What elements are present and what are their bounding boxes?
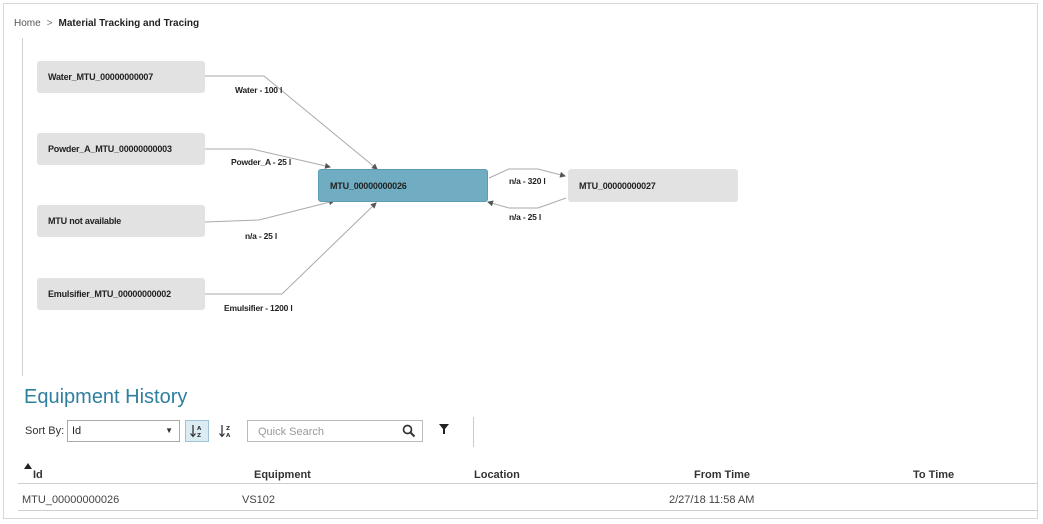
edge-water [205, 75, 378, 170]
svg-text:A: A [226, 433, 231, 438]
edge-na [204, 199, 335, 223]
node-powder-mtu[interactable]: Powder_A_MTU_00000000003 [37, 133, 205, 165]
svg-text:Z: Z [226, 426, 230, 432]
table-header-divider [18, 483, 1038, 484]
column-header-from-time[interactable]: From Time [694, 469, 751, 481]
node-right-mtu[interactable]: MTU_00000000027 [568, 169, 738, 202]
sort-by-select[interactable]: Id ▼ [67, 420, 180, 442]
edge-label-na: n/a - 25 l [245, 231, 278, 241]
cell-from-time: 2/27/18 11:58 AM [669, 494, 755, 506]
svg-text:A: A [197, 426, 202, 432]
column-header-equipment[interactable]: Equipment [254, 469, 311, 481]
node-water-mtu[interactable]: Water_MTU_00000000007 [37, 61, 205, 93]
edge-label-powder: Powder_A - 25 l [231, 157, 291, 167]
graph-left-border [22, 38, 23, 376]
sort-by-label: Sort By: [25, 425, 65, 437]
svg-text:Z: Z [197, 433, 201, 438]
sort-descending-button[interactable]: Z A [214, 420, 238, 442]
edge-back [487, 197, 567, 209]
graph-edges [204, 75, 567, 295]
node-emulsifier-mtu[interactable]: Emulsifier_MTU_00000000002 [37, 278, 205, 310]
cell-equipment: VS102 [242, 494, 276, 506]
sort-arrow-up-icon [24, 463, 32, 469]
breadcrumb-separator: > [46, 18, 53, 29]
edge-emulsifier [205, 202, 377, 295]
cell-id: MTU_00000000026 [22, 494, 120, 506]
sort-ascending-button[interactable]: A Z [185, 420, 209, 442]
filter-icon[interactable] [438, 423, 450, 435]
section-title: Equipment History [24, 386, 188, 408]
edge-label-back: n/a - 25 l [509, 212, 542, 222]
page-frame: Home > Material Tracking and Tracing Water… [3, 3, 1038, 519]
sort-ascending-icon: A Z [190, 425, 202, 438]
chevron-down-icon: ▼ [165, 426, 173, 435]
toolbar-divider [473, 417, 474, 447]
quick-search-input[interactable] [256, 422, 400, 442]
breadcrumb-home[interactable]: Home [14, 18, 41, 29]
search-icon[interactable] [402, 424, 416, 438]
quick-search[interactable] [247, 420, 423, 442]
edge-label-emulsifier: Emulsifier - 1200 l [224, 303, 293, 313]
breadcrumb: Home > Material Tracking and Tracing [14, 18, 199, 29]
page-title: Material Tracking and Tracing [58, 18, 200, 29]
table-row-divider [18, 510, 1038, 511]
edge-label-out: n/a - 320 l [509, 176, 546, 186]
column-header-id[interactable]: Id [33, 469, 43, 481]
edge-powder [205, 148, 331, 169]
column-header-location[interactable]: Location [474, 469, 520, 481]
node-mtu-not-available[interactable]: MTU not available [37, 205, 205, 237]
edge-out [488, 168, 566, 179]
sort-by-value: Id [72, 425, 82, 437]
sort-descending-icon: Z A [219, 425, 231, 438]
column-header-to-time[interactable]: To Time [913, 469, 955, 481]
edge-label-water: Water - 100 l [235, 85, 283, 95]
node-center-mtu[interactable]: MTU_00000000026 [318, 169, 488, 202]
